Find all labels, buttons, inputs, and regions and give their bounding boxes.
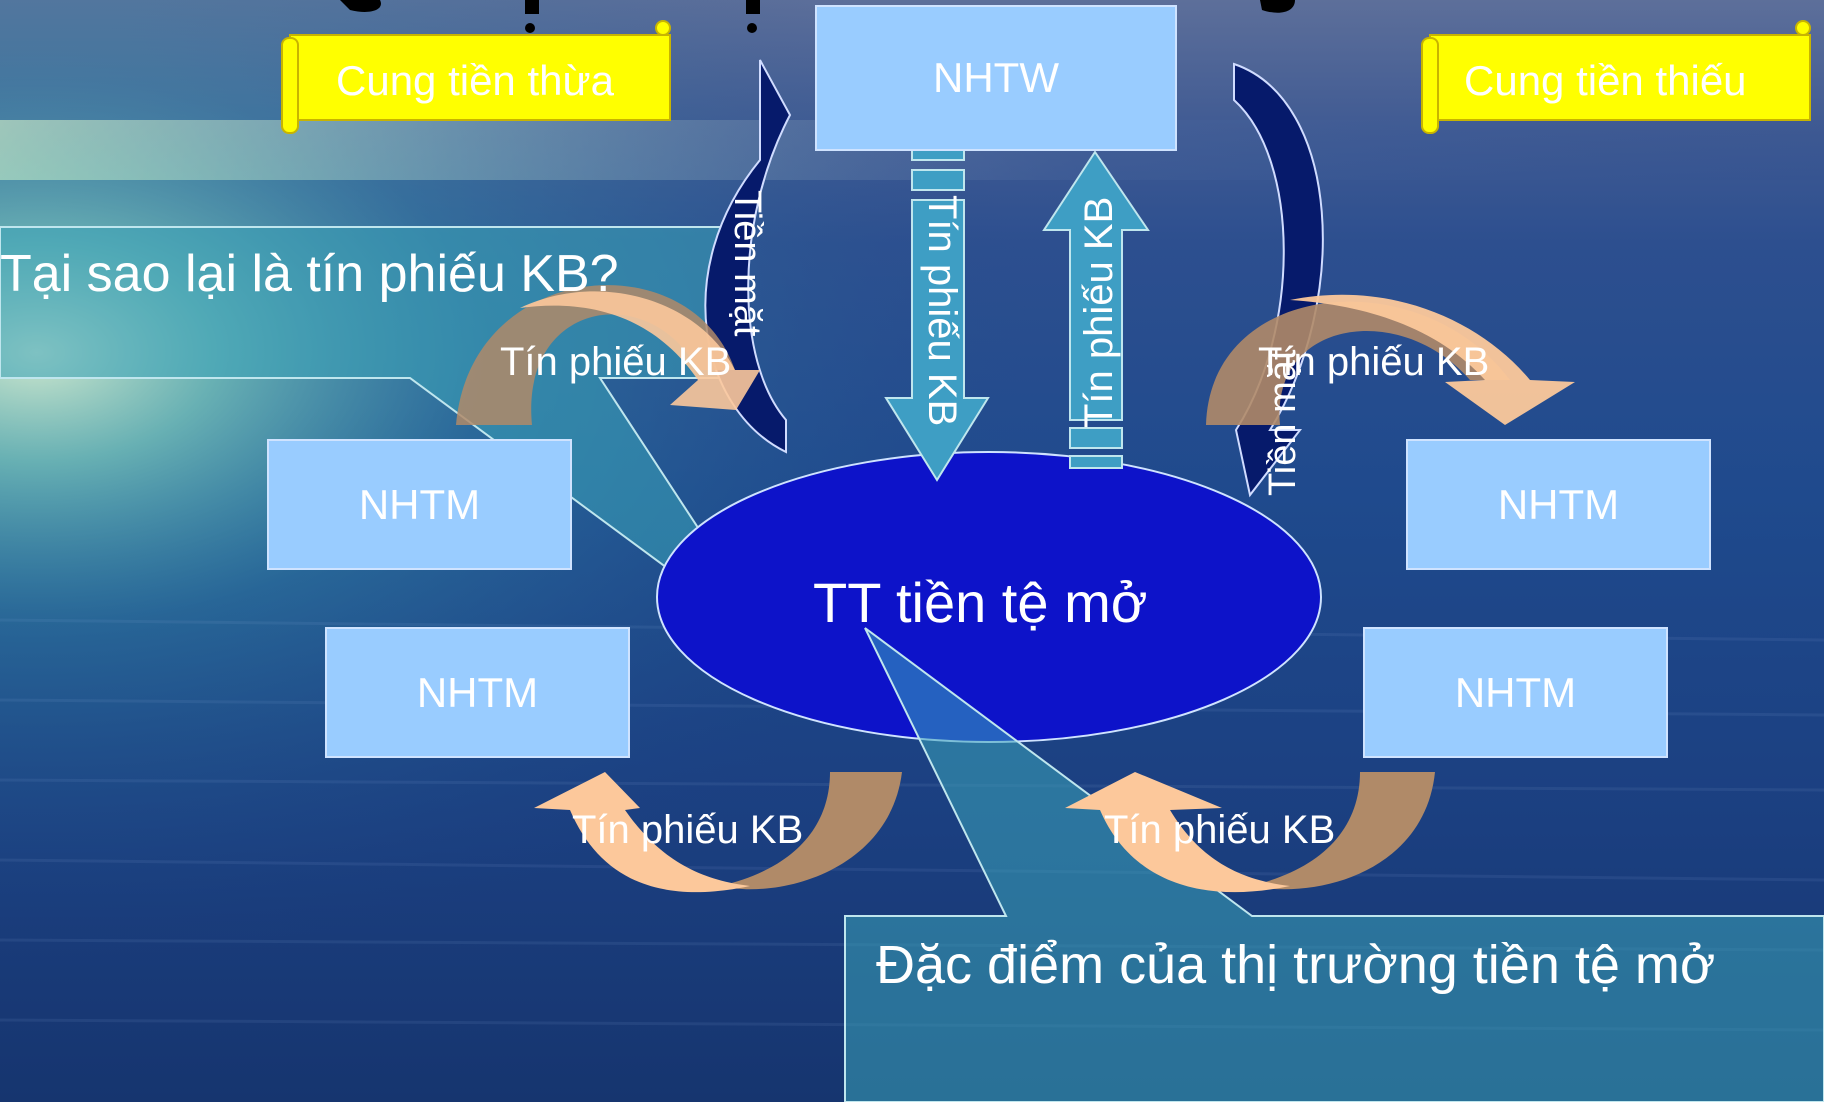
title-fragment xyxy=(340,0,1295,33)
curved-arrow-right xyxy=(1233,62,1324,498)
arc-bottom-left-label: Tín phiếu KB xyxy=(572,808,804,852)
nhtm-box-top-left: NHTM xyxy=(267,439,572,570)
nhtm-box-bottom-right: NHTM xyxy=(1363,627,1668,758)
nhtm-label: NHTM xyxy=(416,668,539,716)
scroll-banner-right xyxy=(1421,20,1811,134)
scroll-banner-left xyxy=(281,20,671,134)
callout-features-text: Đặc điểm của thị trường tiền tệ mở xyxy=(876,935,1716,995)
arc-top-left-label: Tín phiếu KB xyxy=(500,340,732,384)
nhtw-box: NHTW xyxy=(815,5,1177,151)
callout-question-text: Tại sao lại là tín phiếu KB? xyxy=(0,245,619,303)
arc-arrow-bottom-right xyxy=(1065,772,1435,893)
arc-top-right-label: Tín phiếu KB xyxy=(1258,340,1490,384)
nhtm-box-top-right: NHTM xyxy=(1406,439,1711,570)
nhtm-label: NHTM xyxy=(358,480,481,528)
arrow-up-shape xyxy=(1042,150,1150,469)
arc-arrow-top-right xyxy=(1206,294,1575,425)
cung-tien-thieu-label: Cung tiền thiếu xyxy=(1464,57,1747,104)
nhtw-label: NHTW xyxy=(933,54,1059,101)
arrow-down-label: Tín phiếu KB xyxy=(920,195,964,427)
arrow-up-label: Tín phiếu KB xyxy=(1077,196,1121,428)
center-label: TT tiền tệ mở xyxy=(813,571,1148,634)
nhtm-box-bottom-left: NHTM xyxy=(325,627,630,758)
arc-bottom-right-label: Tín phiếu KB xyxy=(1104,808,1336,852)
nhtm-label: NHTM xyxy=(1454,668,1577,716)
arc-arrow-bottom-left xyxy=(534,772,902,893)
nhtm-label: NHTM xyxy=(1497,480,1620,528)
tien-mat-left-label: Tiền mặt xyxy=(726,190,768,337)
cung-tien-thua-label: Cung tiền thừa xyxy=(336,57,614,104)
arc-arrow-top-left xyxy=(456,285,760,425)
arrow-down-shape xyxy=(884,149,990,482)
callout-features-shape xyxy=(844,627,1824,1102)
